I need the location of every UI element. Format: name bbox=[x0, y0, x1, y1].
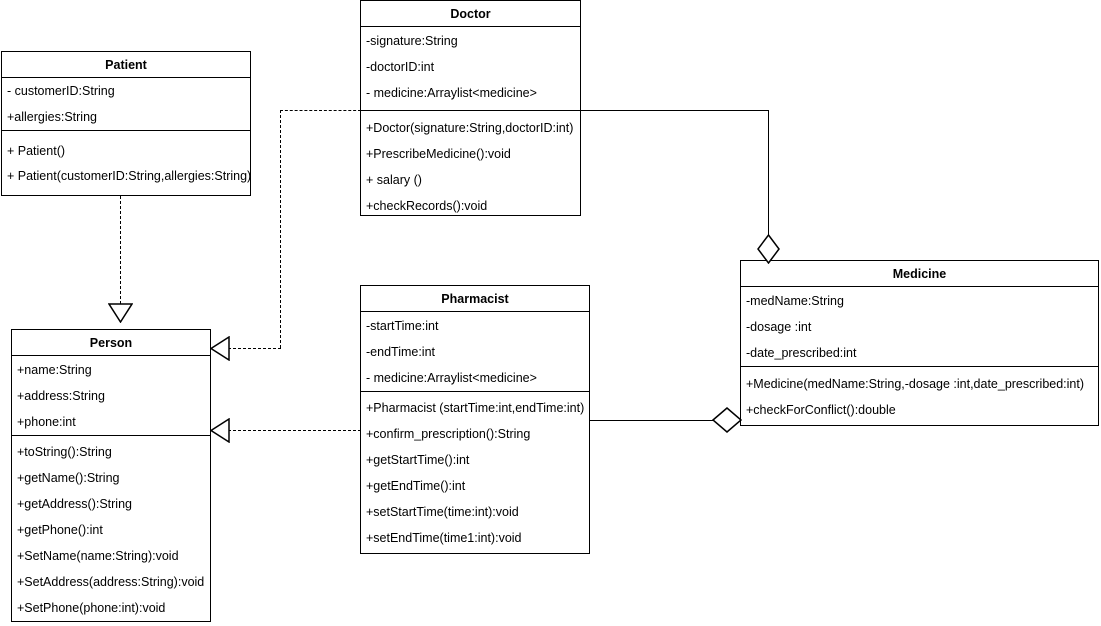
method-row: +getPhone():int bbox=[17, 523, 103, 537]
edge-pharmacist-medicine bbox=[590, 420, 715, 421]
method-row: + Patient(customerID:String,allergies:St… bbox=[7, 169, 252, 183]
attribute-row: -endTime:int bbox=[366, 345, 436, 359]
edge-doctor-medicine-segment-vertical bbox=[768, 110, 769, 237]
method-row: +SetPhone(phone:int):void bbox=[17, 601, 166, 615]
method-row: +checkForConflict():double bbox=[746, 403, 896, 417]
class-name-medicine: Medicine bbox=[741, 261, 1098, 287]
attribute-row: +phone:int bbox=[17, 415, 76, 429]
attributes-compartment-medicine: -medName:String -dosage :int -date_presc… bbox=[741, 287, 1098, 366]
class-name-patient: Patient bbox=[2, 52, 250, 78]
method-row: +checkRecords():void bbox=[366, 199, 488, 213]
method-row: +getEndTime():int bbox=[366, 479, 466, 493]
attribute-row: +allergies:String bbox=[7, 110, 97, 124]
hollow-triangle-icon-patient-person bbox=[108, 303, 133, 323]
method-row: +toString():String bbox=[17, 445, 112, 459]
method-row: +getStartTime():int bbox=[366, 453, 470, 467]
method-row: +getAddress():String bbox=[17, 497, 132, 511]
method-row: +Medicine(medName:String,-dosage :int,da… bbox=[746, 377, 1085, 391]
class-box-pharmacist[interactable]: Pharmacist -startTime:int -endTime:int -… bbox=[360, 285, 590, 554]
methods-compartment-medicine: +Medicine(medName:String,-dosage :int,da… bbox=[741, 366, 1098, 423]
class-box-person[interactable]: Person +name:String +address:String +pho… bbox=[11, 329, 211, 622]
attributes-compartment-person: +name:String +address:String +phone:int bbox=[12, 356, 210, 435]
class-name-doctor: Doctor bbox=[361, 1, 580, 27]
attribute-row: - medicine:Arraylist<medicine> bbox=[366, 371, 537, 385]
edge-doctor-person-segment-vertical bbox=[280, 110, 281, 348]
attributes-compartment-pharmacist: -startTime:int -endTime:int - medicine:A… bbox=[361, 312, 589, 391]
attribute-row: - customerID:String bbox=[7, 84, 115, 98]
attributes-compartment-patient: - customerID:String +allergies:String bbox=[2, 78, 250, 130]
hollow-triangle-icon-pharmacist-person bbox=[210, 418, 230, 443]
method-row: +getName():String bbox=[17, 471, 120, 485]
methods-compartment-patient: + Patient() + Patient(customerID:String,… bbox=[2, 130, 252, 193]
attribute-row: -date_prescribed:int bbox=[746, 346, 857, 360]
attribute-row: -medName:String bbox=[746, 294, 844, 308]
methods-compartment-doctor: +Doctor(signature:String,doctorID:int) +… bbox=[361, 110, 580, 219]
method-row: + salary () bbox=[366, 173, 422, 187]
edge-doctor-person-segment-bottom bbox=[228, 348, 281, 349]
hollow-diamond-icon-doctor-medicine bbox=[756, 234, 781, 264]
attribute-row: - medicine:Arraylist<medicine> bbox=[366, 86, 537, 100]
attribute-row: -startTime:int bbox=[366, 319, 439, 333]
attribute-row: -doctorID:int bbox=[366, 60, 435, 74]
edge-pharmacist-person bbox=[228, 430, 361, 431]
attribute-row: -dosage :int bbox=[746, 320, 812, 334]
edge-doctor-person-segment-top bbox=[280, 110, 361, 111]
method-row: +Doctor(signature:String,doctorID:int) bbox=[366, 121, 574, 135]
attribute-row: +address:String bbox=[17, 389, 105, 403]
hollow-triangle-icon-doctor-person bbox=[210, 336, 230, 361]
methods-compartment-pharmacist: +Pharmacist (startTime:int,endTime:int) … bbox=[361, 391, 589, 551]
hollow-diamond-icon-pharmacist-medicine bbox=[712, 407, 742, 433]
method-row: + Patient() bbox=[7, 144, 66, 158]
class-box-medicine[interactable]: Medicine -medName:String -dosage :int -d… bbox=[740, 260, 1099, 426]
method-row: +setEndTime(time1:int):void bbox=[366, 531, 522, 545]
class-name-person: Person bbox=[12, 330, 210, 356]
edge-patient-person bbox=[120, 196, 121, 304]
edge-doctor-medicine-segment-top bbox=[581, 110, 769, 111]
class-box-doctor[interactable]: Doctor -signature:String -doctorID:int -… bbox=[360, 0, 581, 216]
method-row: +SetName(name:String):void bbox=[17, 549, 179, 563]
attribute-row: -signature:String bbox=[366, 34, 458, 48]
attribute-row: +name:String bbox=[17, 363, 92, 377]
attributes-compartment-doctor: -signature:String -doctorID:int - medici… bbox=[361, 27, 580, 110]
method-row: +setStartTime(time:int):void bbox=[366, 505, 519, 519]
method-row: +SetAddress(address:String):void bbox=[17, 575, 205, 589]
method-row: +PrescribeMedicine():void bbox=[366, 147, 511, 161]
methods-compartment-person: +toString():String +getName():String +ge… bbox=[12, 435, 210, 621]
method-row: +confirm_prescription():String bbox=[366, 427, 531, 441]
class-name-pharmacist: Pharmacist bbox=[361, 286, 589, 312]
method-row: +Pharmacist (startTime:int,endTime:int) bbox=[366, 401, 585, 415]
class-box-patient[interactable]: Patient - customerID:String +allergies:S… bbox=[1, 51, 251, 196]
